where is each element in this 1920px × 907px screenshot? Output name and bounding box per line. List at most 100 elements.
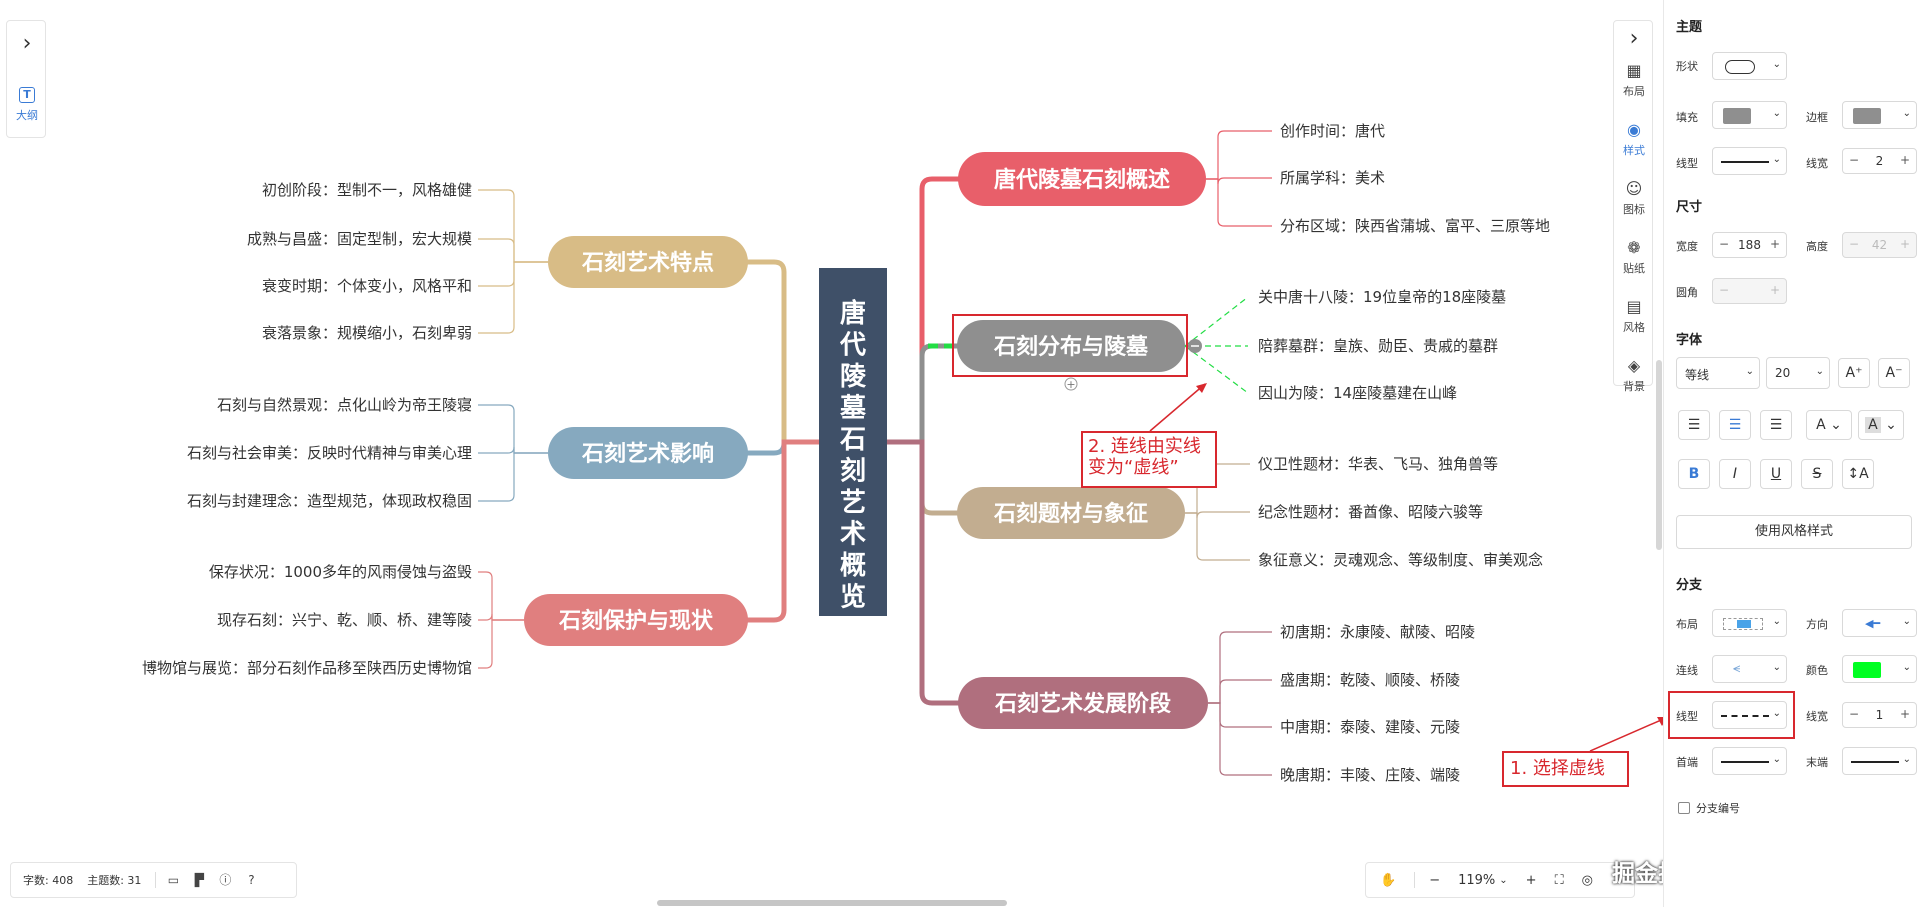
font-size-select[interactable]: 20 ⌄ [1766,357,1830,389]
child-topic[interactable]: 初唐期：永康陵、献陵、昭陵 [1280,623,1475,641]
child-topic[interactable]: 分布区域：陕西省蒲城、富平、三原等地 [1280,217,1550,235]
fill-color-select[interactable]: ⌄ [1712,101,1787,129]
child-topic[interactable]: 中唐期：泰陵、建陵、元陵 [1280,718,1460,736]
root-node[interactable] [819,268,887,616]
zoom-in-icon[interactable]: + [1525,872,1537,888]
branch-node-b5[interactable] [548,236,748,288]
tool-theme[interactable]: ▤ 风格 [1614,297,1654,348]
vertical-scrollbar[interactable] [1656,360,1662,550]
locate-icon[interactable]: ◎ [1581,872,1594,888]
child-topic[interactable]: 石刻与封建理念：造型规范，体现政权稳固 [187,492,472,510]
align-left-button[interactable]: ☰ [1678,410,1710,440]
line-type-select[interactable]: ⌄ [1712,147,1787,175]
branch-direction-select[interactable]: ◀━ ⌄ [1842,609,1917,637]
tail-select[interactable]: ⌄ [1842,747,1917,775]
line-width-stepper[interactable]: − 2 + [1842,148,1917,174]
zoom-out-icon[interactable]: − [1429,872,1441,888]
branch-connector [884,176,961,445]
branch-line-select[interactable]: ⪪ ⌄ [1712,655,1787,683]
child-topic[interactable]: 陪葬墓群：皇族、勋臣、贵戚的墓群 [1258,337,1498,355]
fit-screen-icon[interactable]: ⛶ [1554,872,1564,888]
child-topic[interactable]: 保存状况：1000多年的风雨侵蚀与盗毁 [209,563,472,581]
child-topic[interactable]: 衰变时期：个体变小，风格平和 [262,277,472,295]
highlight-color-button[interactable]: A ⌄ [1858,410,1904,440]
line-height-button[interactable]: ↕A [1842,459,1874,489]
border-color-select[interactable]: ⌄ [1842,101,1917,129]
child-topic[interactable]: 初创阶段：型制不一，风格雄健 [262,181,472,199]
branch-node-b1[interactable] [958,152,1206,206]
child-connector [478,238,548,263]
font-family-select[interactable]: 等线 ⌄ [1676,357,1760,389]
underline-button[interactable]: U [1760,459,1792,489]
hand-icon[interactable]: ✋ [1380,872,1397,888]
tool-background[interactable]: ◈ 背景 [1614,356,1654,407]
minus-icon[interactable]: − [1849,153,1860,167]
branch-layout-select[interactable]: ⌄ [1712,609,1787,637]
chevron-down-icon: ⌄ [1902,754,1911,765]
add-topic-handle[interactable] [1064,377,1078,391]
strikethrough-button[interactable]: S [1801,459,1833,489]
tool-theme-label: 风格 [1623,321,1645,334]
apply-style-button[interactable]: 使用风格样式 [1676,515,1912,549]
map-icon[interactable]: ▛ [194,873,205,887]
child-topic[interactable]: 因山为陵：14座陵墓建在山峰 [1258,384,1457,402]
outline-label[interactable]: 大纲 [16,109,38,122]
tool-layout[interactable]: ▦ 布局 [1614,61,1654,112]
branch-node-b7[interactable] [524,594,748,646]
child-topic[interactable]: 象征意义：灵魂观念、等级制度、审美观念 [1258,551,1543,569]
width-stepper[interactable]: − 188 + [1712,232,1787,258]
tool-style[interactable]: ◉ 样式 [1614,120,1654,171]
bold-button[interactable]: B [1678,459,1710,489]
branch-color-select[interactable]: ⌄ [1842,655,1917,683]
text-color-button[interactable]: A ⌄ [1806,410,1852,440]
collapse-chevron-icon[interactable]: › [1629,26,1639,51]
child-topic[interactable]: 创作时间：唐代 [1280,122,1385,140]
branch-numbering-row[interactable]: 分支编号 [1678,800,1740,816]
child-topic[interactable]: 衰落景象：规模缩小，石刻卑弱 [262,324,472,342]
child-topic[interactable]: 盛唐期：乾陵、顺陵、桥陵 [1280,671,1460,689]
info-icon[interactable]: ⓘ [219,873,232,887]
child-topic[interactable]: 石刻与自然景观：点化山岭为帝王陵寝 [217,396,472,414]
minus-icon[interactable]: − [1849,707,1860,721]
branch-node-b4[interactable] [958,677,1208,729]
tool-icon[interactable]: ☺ 图标 [1614,179,1654,230]
child-topic[interactable]: 纪念性题材：番酋像、昭陵六骏等 [1258,503,1483,521]
branch-node-b6[interactable] [548,427,748,479]
tool-sticker[interactable]: ❁ 贴纸 [1614,238,1654,289]
branch-node-b3[interactable] [957,487,1185,539]
italic-button[interactable]: I [1719,459,1751,489]
text-outline-icon[interactable]: T [19,87,35,103]
zoom-level[interactable]: 119% [1458,872,1496,888]
plus-icon[interactable]: + [1769,237,1780,251]
plus-icon[interactable]: + [1899,707,1910,721]
child-topic[interactable]: 关中唐十八陵：19位皇帝的18座陵墓 [1258,288,1506,306]
expand-chevron-icon[interactable]: › [22,31,32,56]
branch-node-b2[interactable] [957,320,1185,372]
child-topic[interactable]: 所属学科：美术 [1280,169,1385,187]
decrease-font-button[interactable]: A⁻ [1878,358,1910,388]
head-select[interactable]: ⌄ [1712,747,1787,775]
child-topic[interactable]: 成熟与昌盛：固定型制，宏大规模 [247,230,472,248]
shape-select[interactable]: ⌄ [1712,52,1787,80]
child-topic[interactable]: 现存石刻：兴宁、乾、顺、桥、建等陵 [217,611,472,629]
numbering-checkbox[interactable] [1678,802,1690,814]
align-center-button[interactable]: ☰ [1719,410,1751,440]
child-topic[interactable]: 石刻与社会审美：反映时代精神与审美心理 [187,444,472,462]
branch-line-width-stepper[interactable]: − 1 + [1842,702,1917,728]
branch-line-type-select[interactable]: ⌄ [1712,701,1787,729]
child-topic[interactable]: 仪卫性题材：华表、飞马、独角兽等 [1258,455,1498,473]
chevron-down-icon: ⌄ [1772,108,1781,119]
zoom-dropdown-icon[interactable]: ⌄ [1499,874,1508,886]
plus-icon[interactable]: + [1899,153,1910,167]
align-right-button[interactable]: ☰ [1760,410,1792,440]
minus-icon[interactable]: − [1719,237,1730,251]
help-icon[interactable]: ? [248,873,255,887]
width-value: 188 [1738,238,1761,252]
keyboard-icon[interactable]: ▭ [167,873,180,887]
root-node-char: 刻 [840,456,866,487]
child-topic[interactable]: 晚唐期：丰陵、庄陵、端陵 [1280,766,1460,784]
horizontal-scrollbar[interactable] [657,900,1007,906]
child-topic[interactable]: 博物馆与展览：部分石刻作品移至陕西历史博物馆 [142,659,472,677]
increase-font-button[interactable]: A⁺ [1838,358,1870,388]
